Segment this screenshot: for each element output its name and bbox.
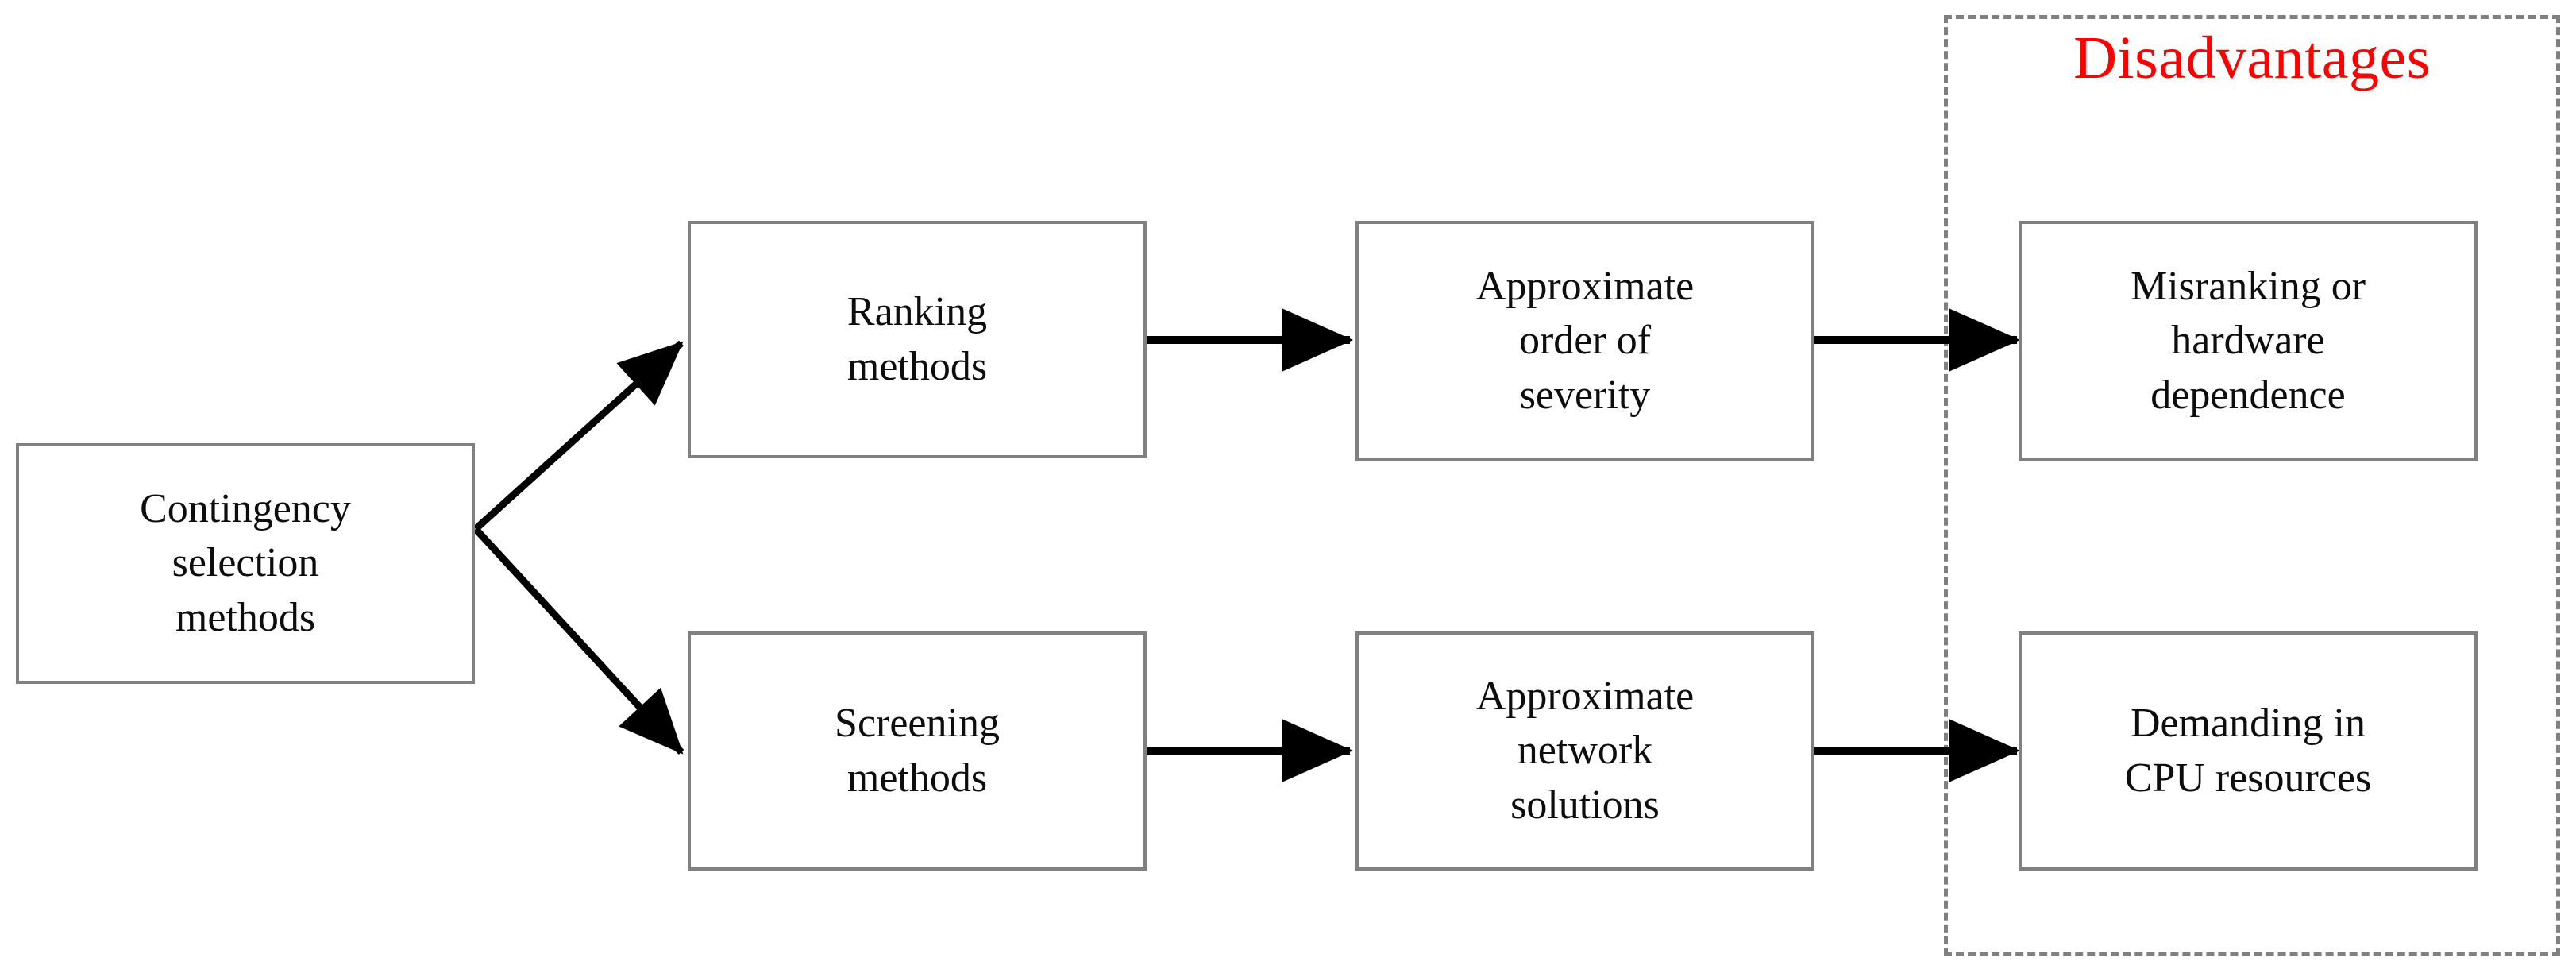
node-label: Approximate network solutions xyxy=(1475,673,1695,828)
node-ranking-methods[interactable]: Ranking methods xyxy=(688,221,1147,458)
node-approximate-order-of-severity[interactable]: Approximate order of severity xyxy=(1355,221,1814,461)
disadvantages-group-title: Disadvantages xyxy=(2073,25,2431,91)
node-label: Ranking methods xyxy=(846,288,988,389)
node-screening-methods[interactable]: Screening methods xyxy=(688,631,1147,871)
disadvantages-group-region xyxy=(1944,15,2560,956)
edge-contingency-to-screening xyxy=(472,526,684,755)
node-demanding-in-cpu-resources[interactable]: Demanding in CPU resources xyxy=(2019,631,2478,871)
node-contingency-selection-methods[interactable]: Contingency selection methods xyxy=(16,443,475,684)
node-label: Approximate order of severity xyxy=(1475,263,1695,418)
node-label: Screening methods xyxy=(835,700,1000,801)
node-label: Demanding in CPU resources xyxy=(2124,700,2372,801)
node-label: Contingency selection methods xyxy=(140,485,351,640)
node-label: Misranking or hardware dependence xyxy=(2130,263,2366,418)
node-misranking-or-hardware-dependence[interactable]: Misranking or hardware dependence xyxy=(2019,221,2478,461)
node-approximate-network-solutions[interactable]: Approximate network solutions xyxy=(1355,631,1814,871)
edge-contingency-to-ranking xyxy=(472,340,684,532)
